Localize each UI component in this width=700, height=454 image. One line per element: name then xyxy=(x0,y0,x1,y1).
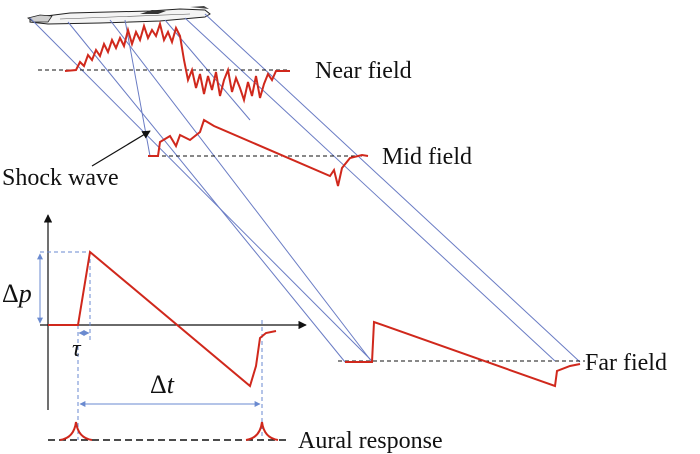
shock-wave-annotation: Shock wave xyxy=(2,130,151,191)
delta-p-label: Δp xyxy=(2,279,32,308)
near-field-signature: Near field xyxy=(38,20,412,104)
far-field-label: Far field xyxy=(585,350,667,376)
tau-label: τ xyxy=(72,336,82,362)
far-field-signature: Far field xyxy=(338,320,667,388)
near-field-label: Near field xyxy=(315,58,412,84)
n-wave-curve xyxy=(48,250,277,388)
shock-wave-arrow xyxy=(91,130,151,167)
aural-response: Aural response xyxy=(48,421,443,454)
aural-response-label: Aural response xyxy=(298,428,443,454)
shock-wave-label: Shock wave xyxy=(2,165,119,191)
mid-field-signature: Mid field xyxy=(148,118,472,187)
aural-peak-end xyxy=(245,421,279,441)
aural-peak-start xyxy=(59,421,93,441)
n-wave-detail: Δp τ Δt xyxy=(2,214,307,440)
mid-field-label: Mid field xyxy=(382,144,472,170)
supersonic-jet-icon xyxy=(27,6,211,25)
delta-t-label: Δt xyxy=(150,370,175,399)
